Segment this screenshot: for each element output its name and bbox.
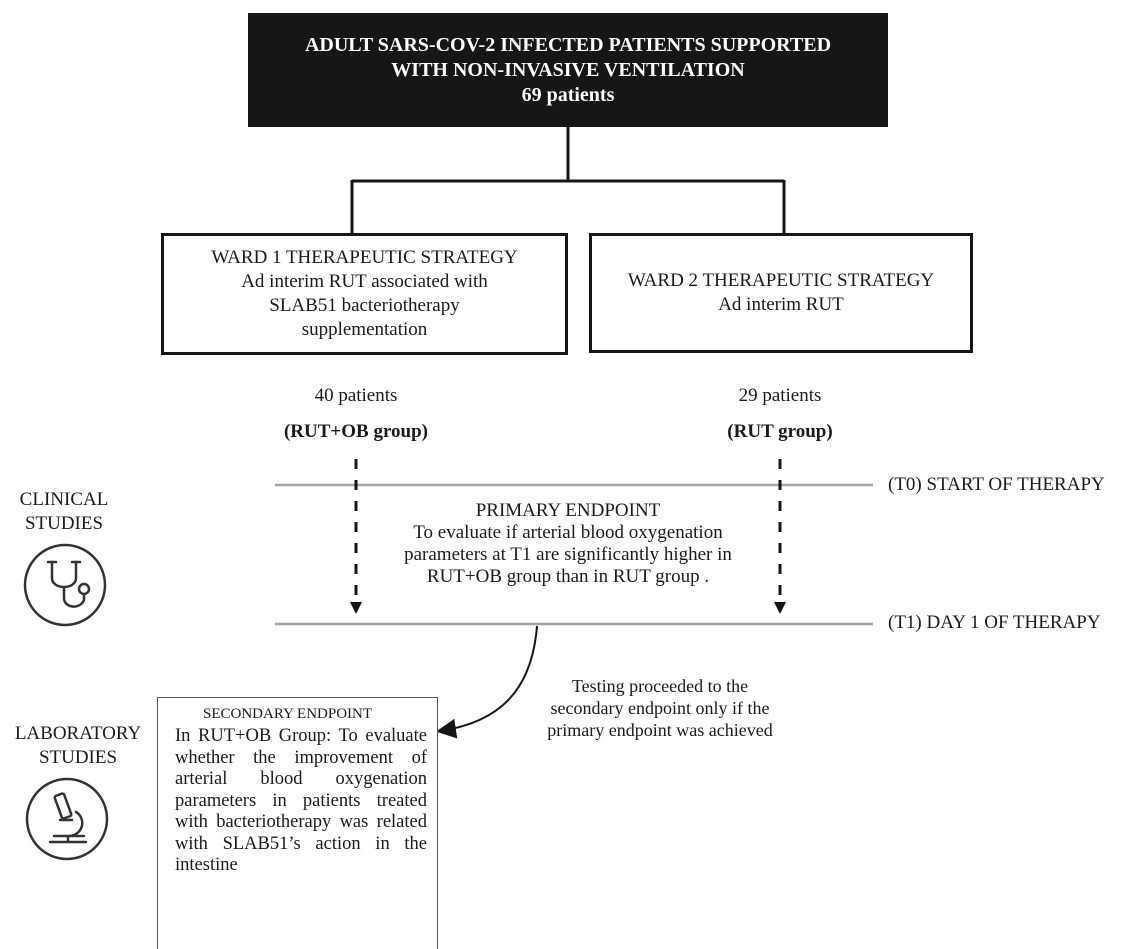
ward-1-line-4: supplementation [301, 319, 428, 340]
primary-endpoint: PRIMARY ENDPOINT To evaluate if arterial… [366, 500, 770, 588]
condition-note-line-3: primary endpoint was achieved [547, 720, 773, 740]
primary-endpoint-line-3: RUT+OB group than in RUT group . [426, 566, 710, 587]
ward-1-title: WARD 1 THERAPEUTIC STRATEGY [211, 247, 518, 268]
dashed-arrow-rut-ob [350, 459, 362, 614]
group-1-name: (RUT+OB group) [283, 421, 429, 442]
lab-label-line-2: STUDIES [38, 747, 118, 768]
timeline-t0-label: (T0) START OF THERAPY [888, 474, 1105, 495]
clinical-label-line-2: STUDIES [24, 513, 104, 534]
ward-2-box: WARD 2 THERAPEUTIC STRATEGY Ad interim R… [589, 233, 973, 353]
primary-endpoint-line-2: parameters at T1 are significantly highe… [404, 544, 732, 565]
microscope-icon [24, 776, 110, 867]
group-1-count: 40 patients [314, 385, 398, 406]
secondary-endpoint-box: SECONDARY ENDPOINT In RUT+OB Group: To e… [157, 697, 438, 949]
ward-2-title: WARD 2 THERAPEUTIC STRATEGY [627, 270, 935, 291]
tree-connector [350, 127, 786, 234]
secondary-endpoint-body: In RUT+OB Group: To evaluate whether the… [175, 726, 427, 875]
population-box: ADULT SARS-COV-2 INFECTED PATIENTS SUPPO… [248, 13, 888, 127]
condition-note: Testing proceeded to the secondary endpo… [520, 675, 800, 741]
clinical-label-line-1: CLINICAL [19, 489, 109, 510]
dashed-arrow-rut [774, 459, 786, 614]
stethoscope-icon [22, 542, 108, 633]
population-line-1: ADULT SARS-COV-2 INFECTED PATIENTS SUPPO… [304, 33, 832, 56]
lab-label-line-1: LABORATORY [14, 723, 142, 744]
primary-endpoint-line-1: To evaluate if arterial blood oxygenatio… [413, 522, 723, 543]
clinical-studies-label: CLINICAL STUDIES [0, 488, 128, 536]
secondary-endpoint-title: SECONDARY ENDPOINT [203, 706, 373, 722]
condition-note-line-1: Testing proceeded to the [571, 676, 749, 696]
primary-endpoint-title: PRIMARY ENDPOINT [475, 500, 661, 521]
population-count: 69 patients [521, 83, 615, 106]
condition-note-line-2: secondary endpoint only if the [550, 698, 770, 718]
ward-2-line-2: Ad interim RUT [718, 294, 844, 315]
ward-1-box: WARD 1 THERAPEUTIC STRATEGY Ad interim R… [161, 233, 568, 355]
group-2-name: (RUT group) [727, 421, 833, 442]
curved-arrow [436, 625, 538, 739]
group-2-count: 29 patients [738, 385, 822, 406]
ward-1-line-3: SLAB51 bacteriotherapy [269, 295, 460, 316]
population-line-2: WITH NON-INVASIVE VENTILATION [391, 58, 745, 81]
timeline-t1-label: (T1) DAY 1 OF THERAPY [888, 612, 1101, 633]
laboratory-studies-label: LABORATORY STUDIES [0, 722, 156, 770]
ward-1-line-2: Ad interim RUT associated with [241, 271, 488, 292]
